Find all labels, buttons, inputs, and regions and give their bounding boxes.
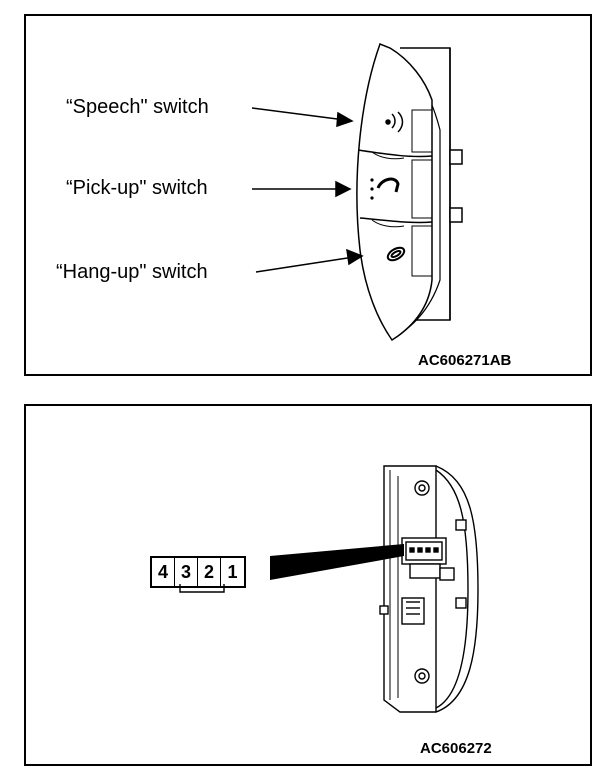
hang-up-switch-label: “Hang-up" switch xyxy=(56,261,208,283)
pick-up-switch-label: “Pick-up" switch xyxy=(66,177,208,199)
connector-pin: 2 xyxy=(198,558,221,586)
connector-pointer xyxy=(270,544,404,580)
pin-bracket xyxy=(179,584,225,593)
connector-pin: 4 xyxy=(152,558,175,586)
connector-pin: 3 xyxy=(175,558,198,586)
connector-pin-diagram: 4 3 2 1 xyxy=(150,556,246,588)
switch-housing xyxy=(356,43,463,342)
pick-up-icon xyxy=(370,177,400,200)
figure-code-bottom: AC606272 xyxy=(420,740,492,757)
switch-rear-housing xyxy=(379,465,479,713)
connector-pin: 1 xyxy=(227,561,238,582)
figure-code-top: AC606271AB xyxy=(418,352,512,369)
speech-switch-label: “Speech" switch xyxy=(66,96,209,118)
switch-panel-figure xyxy=(24,14,592,376)
leader-arrows xyxy=(251,107,364,273)
connector-figure xyxy=(24,404,592,766)
hang-up-icon xyxy=(386,246,406,262)
speech-icon xyxy=(385,111,404,133)
